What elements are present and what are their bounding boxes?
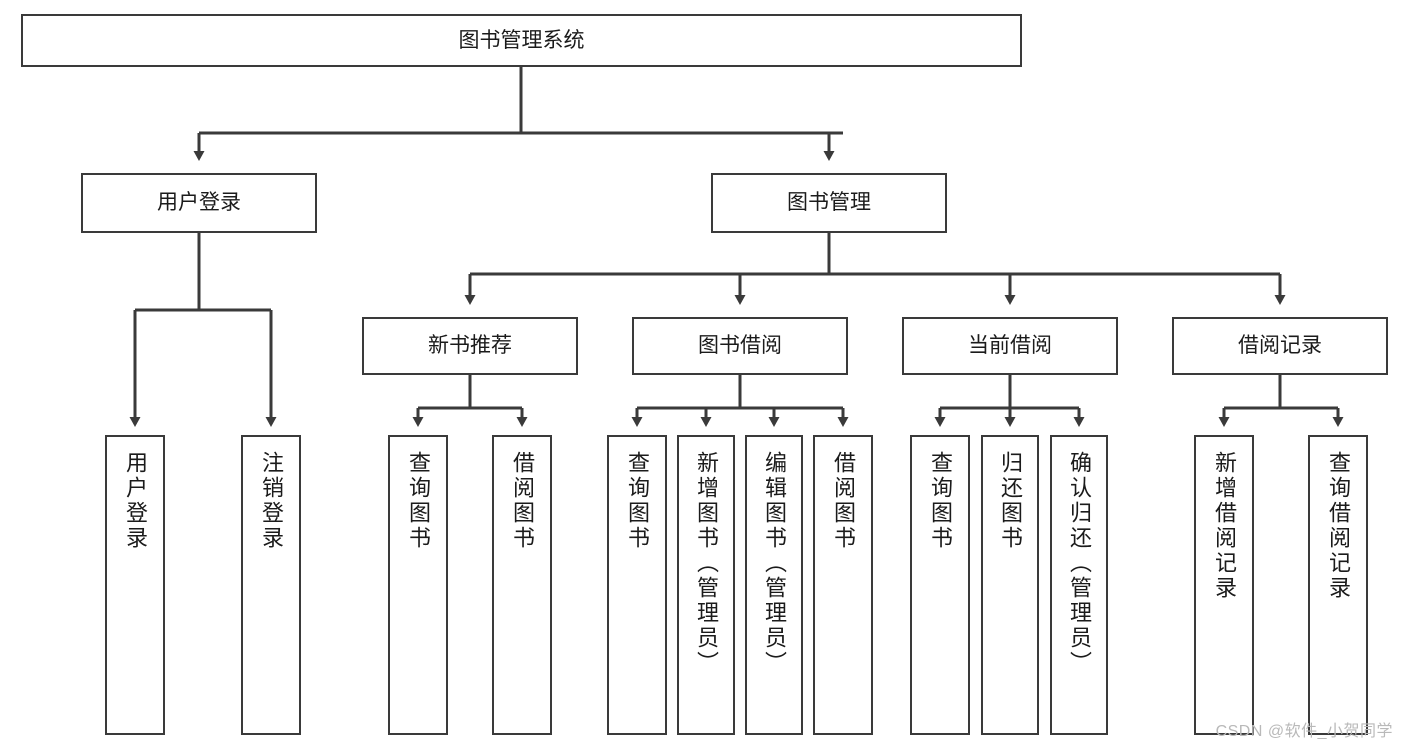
watermark-text: CSDN @软件_小贺同学 xyxy=(1215,723,1393,740)
node-label: 借阅图书 xyxy=(510,451,535,551)
node-label: 新增借阅记录 xyxy=(1212,451,1237,601)
leaf-user-login[interactable]: 用户登录 xyxy=(105,435,165,735)
node-label: 查询借阅记录 xyxy=(1326,451,1351,601)
node-label: 注销登录 xyxy=(259,451,284,551)
node-label: 确认归还（管理员） xyxy=(1067,451,1092,676)
node-label: 用户登录 xyxy=(157,191,241,215)
leaf-borrow-book-recommend[interactable]: 借阅图书 xyxy=(492,435,552,735)
node-label: 借阅记录 xyxy=(1238,334,1322,358)
leaf-edit-book-admin[interactable]: 编辑图书（管理员） xyxy=(745,435,803,735)
node-root-book-management-system[interactable]: 图书管理系统 xyxy=(21,14,1022,67)
leaf-query-book-recommend[interactable]: 查询图书 xyxy=(388,435,448,735)
leaf-return-book[interactable]: 归还图书 xyxy=(981,435,1039,735)
leaf-confirm-return-admin[interactable]: 确认归还（管理员） xyxy=(1050,435,1108,735)
node-label: 借阅图书 xyxy=(831,451,856,551)
leaf-add-borrow-record[interactable]: 新增借阅记录 xyxy=(1194,435,1254,735)
leaf-query-book-current[interactable]: 查询图书 xyxy=(910,435,970,735)
node-label: 查询图书 xyxy=(406,451,431,551)
leaf-logout[interactable]: 注销登录 xyxy=(241,435,301,735)
node-current-borrow[interactable]: 当前借阅 xyxy=(902,317,1118,375)
leaf-query-book-borrow[interactable]: 查询图书 xyxy=(607,435,667,735)
node-label: 查询图书 xyxy=(928,451,953,551)
node-label: 查询图书 xyxy=(625,451,650,551)
node-user-login[interactable]: 用户登录 xyxy=(81,173,317,233)
node-label: 图书借阅 xyxy=(698,334,782,358)
node-label: 图书管理 xyxy=(787,191,871,215)
node-label: 图书管理系统 xyxy=(458,28,585,52)
leaf-borrow-book[interactable]: 借阅图书 xyxy=(813,435,873,735)
node-label: 新书推荐 xyxy=(428,334,512,358)
node-borrow-record[interactable]: 借阅记录 xyxy=(1172,317,1388,375)
node-book-borrow[interactable]: 图书借阅 xyxy=(632,317,848,375)
node-label: 编辑图书（管理员） xyxy=(762,451,787,676)
leaf-query-borrow-record[interactable]: 查询借阅记录 xyxy=(1308,435,1368,735)
node-label: 当前借阅 xyxy=(968,334,1052,358)
leaf-add-book-admin[interactable]: 新增图书（管理员） xyxy=(677,435,735,735)
node-book-management[interactable]: 图书管理 xyxy=(711,173,947,233)
node-label: 用户登录 xyxy=(123,451,148,551)
node-label: 归还图书 xyxy=(998,451,1023,551)
node-new-book-recommend[interactable]: 新书推荐 xyxy=(362,317,578,375)
node-label: 新增图书（管理员） xyxy=(694,451,719,676)
